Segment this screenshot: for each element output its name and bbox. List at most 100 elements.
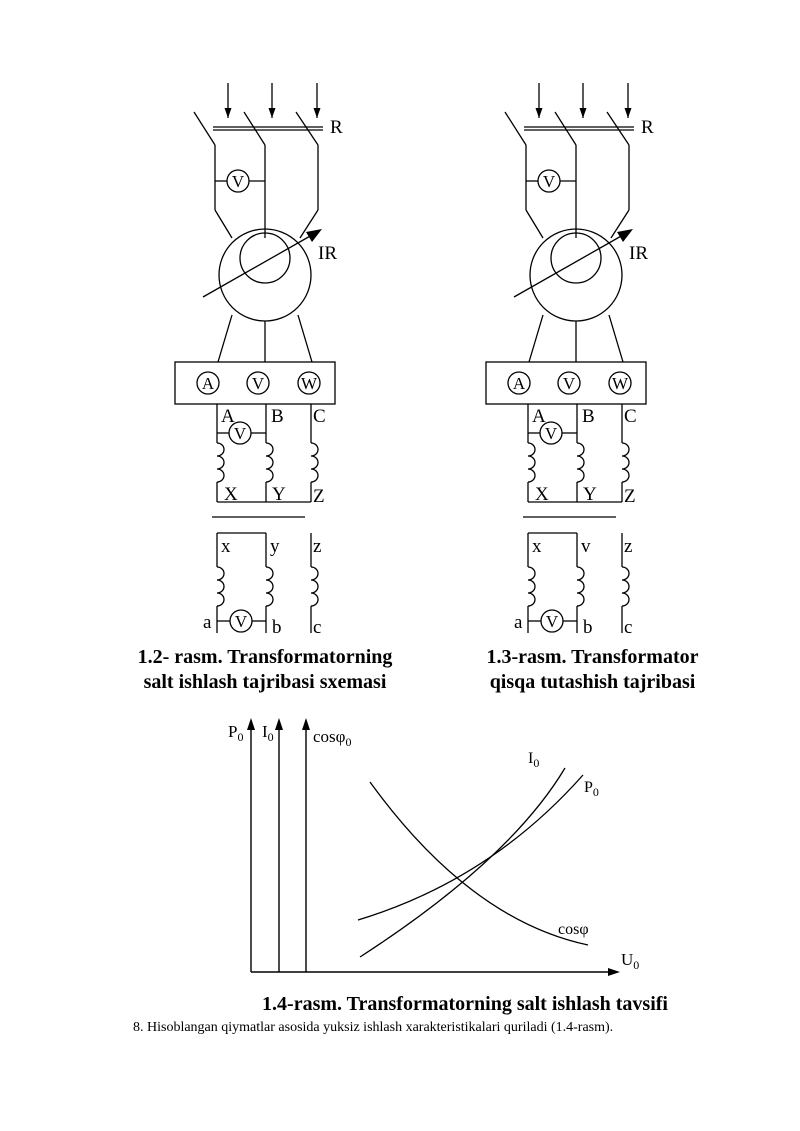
- wire-to-panel-a: [217, 314, 233, 363]
- figure-1-3-caption-line1: 1.3-rasm. Transformator: [486, 646, 699, 668]
- primary-coil-1: [216, 442, 225, 483]
- curve-label-p0: P0: [584, 779, 599, 799]
- primary-end-label-y: Y: [272, 484, 286, 505]
- body-note: 8. Hisoblangan qiymatlar asosida yuksiz …: [133, 1020, 614, 1035]
- secondary-coil-1: [216, 566, 225, 607]
- y-axis-p0-arrow: [247, 718, 255, 730]
- y-axis-cos-arrow: [302, 718, 310, 730]
- wattmeter-letter: W: [301, 374, 318, 393]
- switch-blade-1: [504, 111, 527, 146]
- curve-label-cos: cosφ: [558, 921, 589, 938]
- secondary-end-label-a: a: [514, 612, 523, 633]
- switch-blade-2: [554, 111, 577, 146]
- secondary-coil-2: [265, 566, 274, 607]
- wire-to-panel-c: [608, 314, 624, 363]
- primary-start-label-b: B: [271, 406, 284, 427]
- switch-blade-2: [243, 111, 266, 146]
- supply-arrow-2: [268, 108, 276, 118]
- voltmeter-top: [226, 169, 250, 193]
- switch-label: R: [641, 117, 654, 138]
- regulator-label: IR: [629, 243, 648, 264]
- curve-p0: [357, 774, 584, 921]
- voltmeter-panel-letter: V: [252, 374, 265, 393]
- primary-end-label-z: Z: [313, 486, 325, 507]
- figure-1-4-caption: 1.4-rasm. Transformatorning salt ishlash…: [262, 993, 668, 1015]
- y-axis-i0-arrow: [275, 718, 283, 730]
- primary-voltmeter: [228, 421, 252, 445]
- axis-label-cos: cosφ0: [313, 727, 351, 749]
- figure-1-2-caption-line1: 1.2- rasm. Transformatorning: [137, 646, 393, 668]
- primary-start-label-c: C: [624, 406, 637, 427]
- voltmeter-panel: [557, 371, 581, 395]
- primary-start-label-b: B: [582, 406, 595, 427]
- curve-label-i0: I0: [528, 750, 539, 770]
- wattmeter: [297, 371, 321, 395]
- primary-coil-1: [527, 442, 536, 483]
- primary-end-label-y: Y: [583, 484, 597, 505]
- secondary-voltmeter: [229, 609, 253, 633]
- secondary-coil-1: [527, 566, 536, 607]
- axis-label-i0: I0: [262, 722, 274, 744]
- secondary-coil-3: [310, 566, 319, 607]
- supply-arrow-1: [535, 108, 543, 118]
- primary-end-label-z: Z: [624, 486, 636, 507]
- secondary-voltmeter: [540, 609, 564, 633]
- secondary-voltmeter-letter: V: [235, 612, 248, 631]
- switch-blade-1: [193, 111, 216, 146]
- secondary-start-label-y: y: [270, 536, 280, 557]
- voltmeter-panel-letter: V: [563, 374, 576, 393]
- wire-phase-c-slant: [610, 209, 630, 239]
- regulator-arrow-shaft: [513, 234, 624, 298]
- ammeter-letter: A: [202, 374, 215, 393]
- secondary-end-label-c: c: [624, 617, 632, 638]
- wire-phase-a-slant: [214, 209, 233, 239]
- secondary-start-label-z: z: [313, 536, 321, 557]
- axis-label-u0: U0: [621, 950, 639, 972]
- supply-arrow-2: [579, 108, 587, 118]
- wire-to-panel-a: [528, 314, 544, 363]
- secondary-start-label-x: x: [221, 536, 231, 557]
- primary-coil-3: [621, 442, 630, 483]
- primary-end-label-x: X: [535, 484, 549, 505]
- switch-blade-3: [606, 111, 630, 146]
- voltmeter-panel: [246, 371, 270, 395]
- ammeter-letter: A: [513, 374, 526, 393]
- primary-end-label-x: X: [224, 484, 238, 505]
- voltmeter-top: [537, 169, 561, 193]
- wire-to-panel-c: [297, 314, 313, 363]
- ammeter: [507, 371, 531, 395]
- wire-phase-a-slant: [525, 209, 544, 239]
- switch-blade-3: [295, 111, 319, 146]
- wattmeter: [608, 371, 632, 395]
- voltmeter-top-letter: V: [232, 172, 245, 191]
- primary-voltmeter: [539, 421, 563, 445]
- wattmeter-letter: W: [612, 374, 629, 393]
- secondary-coil-3: [621, 566, 630, 607]
- curve-cos: [369, 781, 589, 946]
- primary-voltmeter-letter: V: [545, 424, 558, 443]
- curve-i0: [359, 767, 566, 958]
- figure-1-2-caption-line2: salt ishlash tajribasi sxemasi: [143, 671, 387, 693]
- voltmeter-top-letter: V: [543, 172, 556, 191]
- axis-label-p0: P0: [228, 722, 243, 744]
- switch-label: R: [330, 117, 343, 138]
- regulator-rotor: [550, 232, 602, 284]
- wire-phase-c-slant: [299, 209, 319, 239]
- supply-arrow-3: [313, 108, 321, 118]
- regulator-arrow-head: [617, 229, 633, 242]
- secondary-start-label-z: z: [624, 536, 632, 557]
- regulator-rotor: [239, 232, 291, 284]
- figure-1-3-caption-line2: qisqa tutashish tajribasi: [489, 671, 696, 693]
- secondary-end-label-b: b: [272, 617, 282, 638]
- secondary-end-label-b: b: [583, 617, 593, 638]
- primary-coil-2: [576, 442, 585, 483]
- secondary-coil-2: [576, 566, 585, 607]
- secondary-end-label-c: c: [313, 617, 321, 638]
- supply-arrow-3: [624, 108, 632, 118]
- secondary-voltmeter-letter: V: [546, 612, 559, 631]
- ammeter: [196, 371, 220, 395]
- regulator-label: IR: [318, 243, 337, 264]
- primary-coil-3: [310, 442, 319, 483]
- primary-start-label-a: A: [221, 406, 235, 427]
